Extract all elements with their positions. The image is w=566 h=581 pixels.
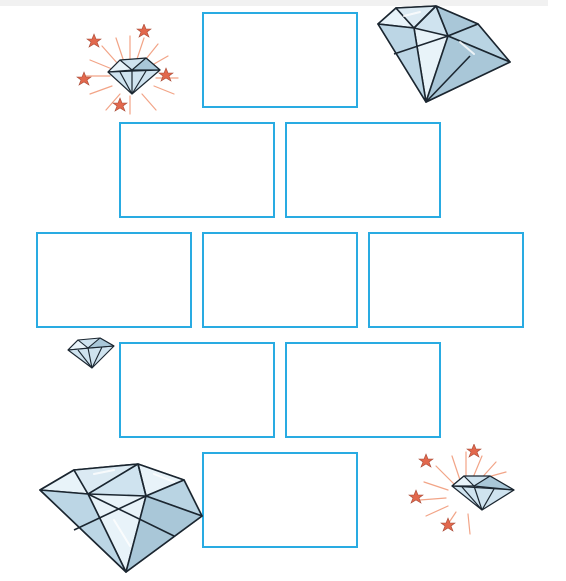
empty-box-4[interactable]	[36, 232, 192, 328]
empty-box-7[interactable]	[119, 342, 275, 438]
sparkling-diamond-icon	[74, 23, 184, 116]
empty-box-1[interactable]	[202, 12, 358, 108]
small-diamond-icon	[66, 336, 116, 370]
top-strip	[0, 0, 548, 6]
empty-box-2[interactable]	[119, 122, 275, 218]
empty-box-8[interactable]	[285, 342, 441, 438]
sparkling-diamond-icon	[408, 443, 520, 536]
empty-box-5[interactable]	[202, 232, 358, 328]
empty-box-3[interactable]	[285, 122, 441, 218]
empty-box-9[interactable]	[202, 452, 358, 548]
diamond-icon	[34, 460, 206, 576]
diamond-icon	[374, 2, 520, 108]
empty-box-6[interactable]	[368, 232, 524, 328]
